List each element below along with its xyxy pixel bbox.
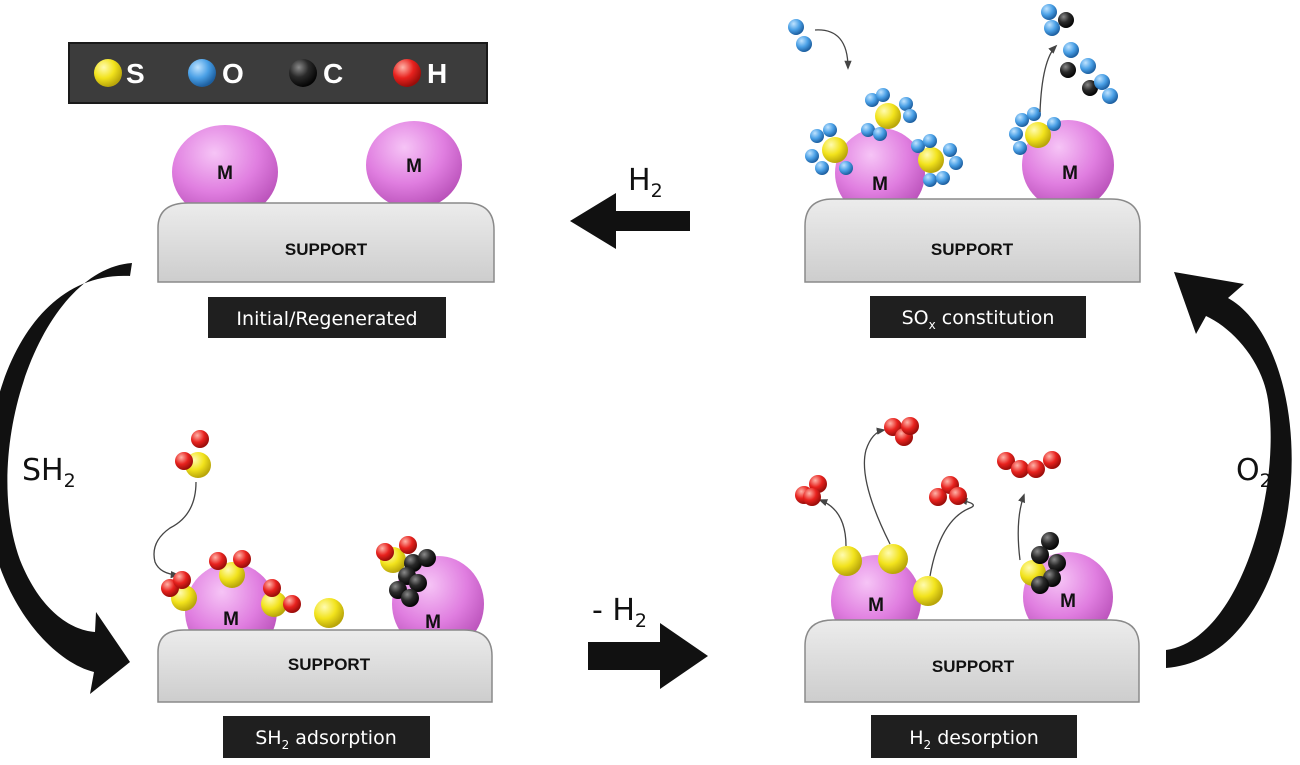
legend-item-o: O [188,58,244,89]
hydrogen-molecule [795,475,827,506]
panel-sh2-adsorption: M M SUPPORT S [153,430,493,758]
svg-text:M: M [1062,163,1078,184]
carbon-dioxide-molecule [1060,42,1096,78]
svg-text:M: M [872,174,888,195]
carbon-atom-icon [289,59,317,87]
legend: S O C H [68,42,488,104]
step-arrow-sh2 [0,263,132,694]
hydrogen-molecule [884,417,919,446]
adsorbed-sh2 [376,536,417,573]
caption-initial: Initial/Regenerated [208,297,446,338]
step-label-minus-h2: - H2 [592,593,647,632]
carbon-dioxide-molecule [1082,74,1118,104]
panel-initial: M M SUPPORT Initial/Regenerated [157,121,495,338]
sox-cluster [805,123,853,175]
desorption-arrow [818,499,847,547]
legend-label-h: H [427,58,447,89]
adsorbed-sh2 [209,550,251,588]
hydrogen-sulfide-molecule [175,430,211,478]
svg-text:M: M [868,595,884,616]
oxygen-atom-icon [188,59,216,87]
cycle-arrows: H2 - H2 SH2 O2 [0,163,1292,694]
caption-h2-desorption: H2 desorption [871,715,1077,758]
metal-particle: M [835,128,925,218]
sulfur-atom [314,598,344,628]
svg-text:M: M [217,163,233,184]
svg-text:Initial/Regenerated: Initial/Regenerated [236,308,417,330]
svg-text:H2 desorption: H2 desorption [909,727,1039,752]
carbon-dioxide-molecule [1041,4,1074,36]
desorption-arrow [929,497,974,577]
carbon-deposit [1031,532,1066,594]
svg-text:SUPPORT: SUPPORT [285,240,368,259]
support-block: SUPPORT [157,629,493,703]
carbon-deposit [389,549,436,607]
step-arrow-h2 [570,193,690,249]
sox-cluster [861,88,917,141]
svg-text:SH2 adsorption: SH2 adsorption [255,727,397,752]
svg-text:M: M [1060,591,1076,612]
adsorbed-sh2 [261,579,301,617]
svg-text:M: M [223,609,239,630]
svg-text:SOx constitution: SOx constitution [902,307,1055,332]
hydrogen-atom-icon [393,59,421,87]
legend-label-s: S [126,58,145,89]
support-block: SUPPORT [157,202,495,283]
incoming-arrow [814,29,852,70]
desorption-arrow [1017,493,1025,561]
step-arrow-o2 [1166,272,1292,668]
svg-text:M: M [406,156,422,177]
svg-text:SUPPORT: SUPPORT [288,655,371,674]
incoming-arrow [153,481,197,579]
sox-cluster [911,134,963,187]
panel-sox-constitution: M M [788,4,1141,338]
caption-sh2-adsorption: SH2 adsorption [223,716,430,758]
caption-sox-constitution: SOx constitution [870,296,1086,338]
support-block: SUPPORT [804,619,1140,703]
svg-text:M: M [425,612,441,633]
legend-item-h: H [393,58,447,89]
outgoing-arrow [1039,44,1058,113]
panel-h2-desorption: M M [795,417,1140,758]
adsorbed-sh2 [161,571,197,611]
hydrogen-molecule [997,451,1061,478]
sulfur-atom-icon [94,59,122,87]
svg-text:SUPPORT: SUPPORT [932,657,1015,676]
oxygen-molecule [788,19,812,52]
step-label-sh2: SH2 [22,453,76,492]
sox-cluster [1009,107,1061,155]
legend-label-c: C [323,58,343,89]
metal-particle: M [172,125,278,219]
step-label-h2: H2 [628,163,663,202]
adsorbed-sulfur [832,544,1046,606]
support-block: SUPPORT [804,198,1141,283]
svg-text:SUPPORT: SUPPORT [931,240,1014,259]
legend-label-o: O [222,58,244,89]
step-label-o2: O2 [1236,453,1272,492]
step-arrow-minus-h2 [588,623,708,689]
legend-item-s: S [94,58,145,89]
legend-item-c: C [289,58,343,89]
hydrogen-molecule [929,476,967,506]
metal-particle: M [366,121,462,209]
desorption-arrow [863,427,891,545]
